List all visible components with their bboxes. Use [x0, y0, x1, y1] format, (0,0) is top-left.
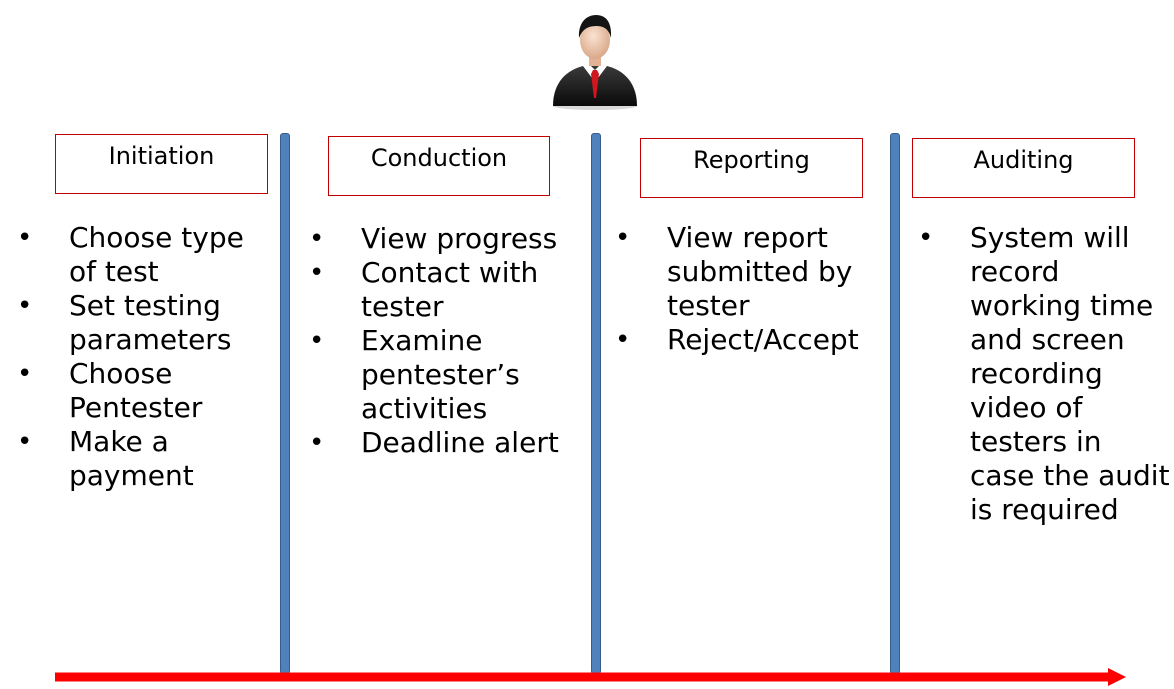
bullet-icon: •	[918, 223, 934, 253]
phase-items-initiation: • Choose type of test • Set testing parame…	[17, 221, 279, 493]
bullet-icon: •	[17, 223, 33, 253]
list-item: • View report submitted by tester	[615, 221, 887, 323]
list-item: • Deadline alert	[309, 426, 589, 460]
bullet-icon: •	[615, 223, 631, 253]
phase-title-auditing: Auditing	[912, 138, 1135, 198]
list-item-text: View report submitted by tester	[667, 221, 853, 322]
phase-title-initiation: Initiation	[55, 134, 268, 194]
bullet-icon: •	[309, 258, 325, 288]
bullet-icon: •	[309, 326, 325, 356]
list-item-text: System will record working time and scre…	[970, 221, 1170, 526]
list-item-text: View progress	[361, 222, 558, 255]
list-item: • View progress	[309, 222, 589, 256]
phase-title-reporting: Reporting	[640, 138, 863, 198]
bullet-icon: •	[309, 224, 325, 254]
bullet-icon: •	[17, 427, 33, 457]
list-item-text: Set testing parameters	[69, 289, 232, 356]
list-item: • Make a payment	[17, 425, 279, 493]
list-item: • Examine pentester’s activities	[309, 324, 589, 426]
phase-divider-2	[591, 133, 601, 674]
list-item: • Choose Pentester	[17, 357, 279, 425]
list-item: • Reject/Accept	[615, 323, 887, 357]
phase-divider-1	[280, 133, 290, 674]
list-item-text: Choose type of test	[69, 221, 244, 288]
list-item-text: Choose Pentester	[69, 357, 203, 424]
list-item: • Set testing parameters	[17, 289, 279, 357]
businessman-icon	[553, 15, 637, 110]
bullet-icon: •	[615, 325, 631, 355]
bullet-icon: •	[17, 291, 33, 321]
bullet-icon: •	[17, 359, 33, 389]
list-item: • Contact with tester	[309, 256, 589, 324]
list-item-text: Reject/Accept	[667, 323, 859, 356]
phase-items-conduction: • View progress • Contact with tester • Exa…	[309, 222, 589, 460]
list-item-text: Make a payment	[69, 425, 194, 492]
phase-items-reporting: • View report submitted by tester • Reject…	[615, 221, 887, 357]
list-item-text: Deadline alert	[361, 426, 559, 459]
list-item: • System will record working time and scr…	[918, 221, 1172, 527]
phase-items-auditing: • System will record working time and scr…	[918, 221, 1172, 527]
bullet-icon: •	[309, 428, 325, 458]
list-item-text: Examine pentester’s activities	[361, 324, 520, 425]
phase-divider-3	[890, 133, 900, 674]
list-item-text: Contact with tester	[361, 256, 539, 323]
phase-title-conduction: Conduction	[328, 136, 550, 196]
list-item: • Choose type of test	[17, 221, 279, 289]
